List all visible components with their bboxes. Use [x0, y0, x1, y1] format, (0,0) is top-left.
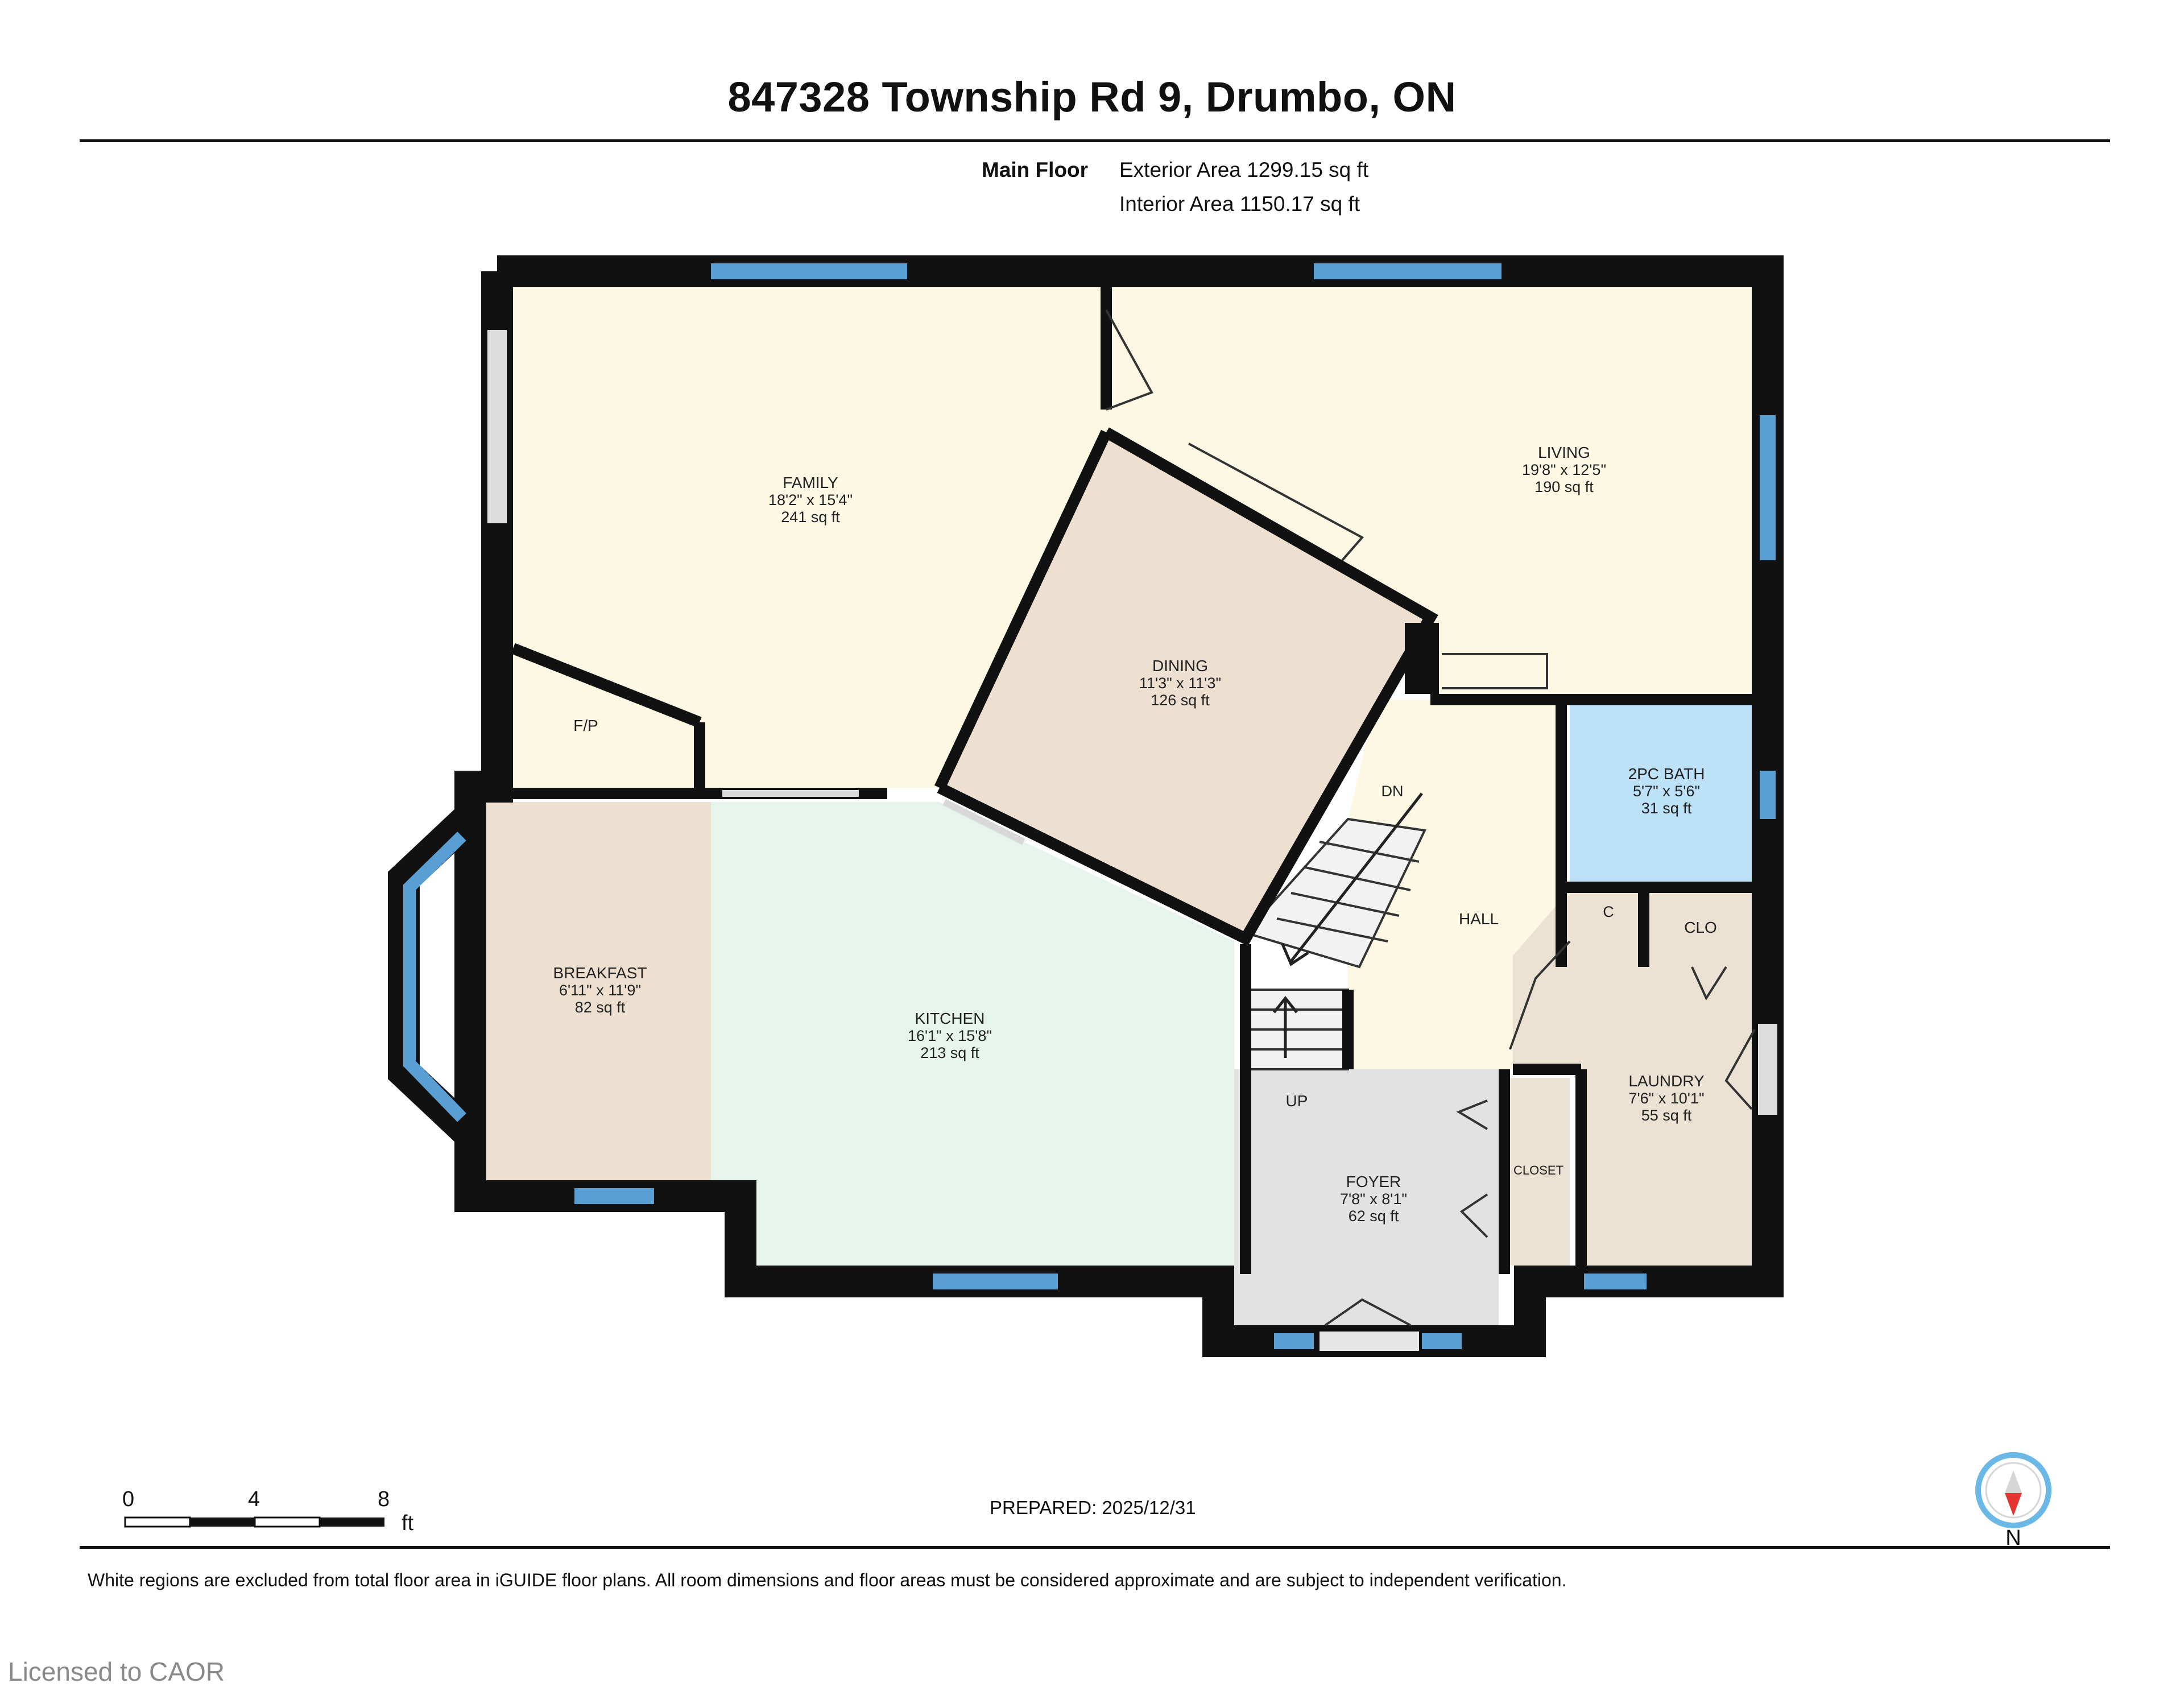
foyer-name: FOYER [1346, 1173, 1401, 1190]
foyer-room [1234, 1069, 1499, 1325]
c-name: C [1603, 903, 1614, 920]
prepared-date: PREPARED: 2025/12/31 [990, 1497, 1196, 1518]
family-area: 241 sq ft [781, 508, 840, 526]
footnote: White regions are excluded from total fl… [88, 1570, 1567, 1590]
laundry-dims: 7'6" x 10'1" [1628, 1090, 1704, 1107]
foyer-area: 62 sq ft [1349, 1208, 1399, 1225]
fp-name: F/P [573, 717, 598, 734]
door-swings [1105, 309, 1756, 1326]
compass-icon: N [1975, 1452, 2051, 1550]
dining-dims: 11'3" x 11'3" [1139, 675, 1221, 692]
interior-area: Interior Area 1150.17 sq ft [1119, 192, 1360, 216]
bay-window-glass [403, 832, 466, 1122]
laundry-area: 55 sq ft [1641, 1107, 1692, 1124]
family-dims: 18'2" x 15'4" [768, 491, 853, 508]
dining-room [940, 432, 1430, 933]
scale-tick-4: 4 [248, 1487, 260, 1511]
family-room [513, 287, 1106, 788]
windows [574, 263, 1776, 1349]
stairs [1243, 817, 1426, 1070]
living-dims: 19'8" x 12'5" [1522, 461, 1606, 478]
breakfast-name: BREAKFAST [553, 964, 647, 982]
title-rule [80, 139, 2110, 142]
bath-room [1570, 705, 1752, 882]
clo-room [1649, 893, 1749, 961]
stair-arrows [1273, 792, 1423, 1058]
license-watermark: Licensed to CAOR [8, 1657, 225, 1686]
bath-name: 2PC BATH [1628, 765, 1705, 783]
laundry-name: LAUNDRY [1628, 1072, 1705, 1090]
dining-opening [942, 799, 1025, 845]
floor-label: Main Floor [982, 158, 1089, 181]
hall-name: HALL [1459, 910, 1499, 928]
fireplace-area [513, 648, 677, 788]
footer-rule [80, 1546, 2110, 1549]
laundry-room [1513, 890, 1752, 1266]
linen-c [1575, 893, 1641, 933]
bath-area: 31 sq ft [1641, 800, 1692, 817]
room-labels: FAMILY 18'2" x 15'4" 241 sq ft LIVING 19… [553, 444, 1717, 1225]
closet-room [1507, 1078, 1570, 1266]
bath-dims: 5'7" x 5'6" [1633, 783, 1700, 800]
stairs-up-label: UP [1286, 1092, 1308, 1110]
scale-tick-0: 0 [122, 1487, 134, 1511]
foyer-dims: 7'8" x 8'1" [1340, 1190, 1407, 1208]
kitchen-area: 213 sq ft [920, 1044, 979, 1061]
living-name: LIVING [1538, 444, 1590, 461]
kitchen-dims: 16'1" x 15'8" [908, 1027, 992, 1044]
kitchen-room [711, 802, 1234, 1266]
exterior-area: Exterior Area 1299.15 sq ft [1119, 158, 1369, 181]
breakfast-area: 82 sq ft [575, 999, 626, 1016]
dining-pillar [1405, 623, 1439, 694]
breakfast-dims: 6'11" x 11'9" [559, 982, 641, 999]
exterior-walls [454, 255, 1784, 1357]
scale-unit: ft [402, 1511, 414, 1535]
plan-title: 847328 Township Rd 9, Drumbo, ON [727, 73, 1457, 121]
scale-bar: 0 4 8 ft [122, 1487, 414, 1535]
dining-area: 126 sq ft [1151, 692, 1210, 709]
hall [1348, 700, 1561, 1069]
living-room [1106, 287, 1752, 700]
clo-name: CLO [1684, 919, 1717, 936]
dining-name: DINING [1152, 657, 1208, 675]
breakfast-room [486, 802, 711, 1180]
family-name: FAMILY [783, 474, 838, 491]
scale-tick-8: 8 [378, 1487, 390, 1511]
stairs-down-label: DN [1381, 783, 1404, 800]
kitchen-name: KITCHEN [915, 1010, 985, 1027]
closet-name: CLOSET [1513, 1163, 1563, 1177]
living-area: 190 sq ft [1534, 478, 1594, 495]
